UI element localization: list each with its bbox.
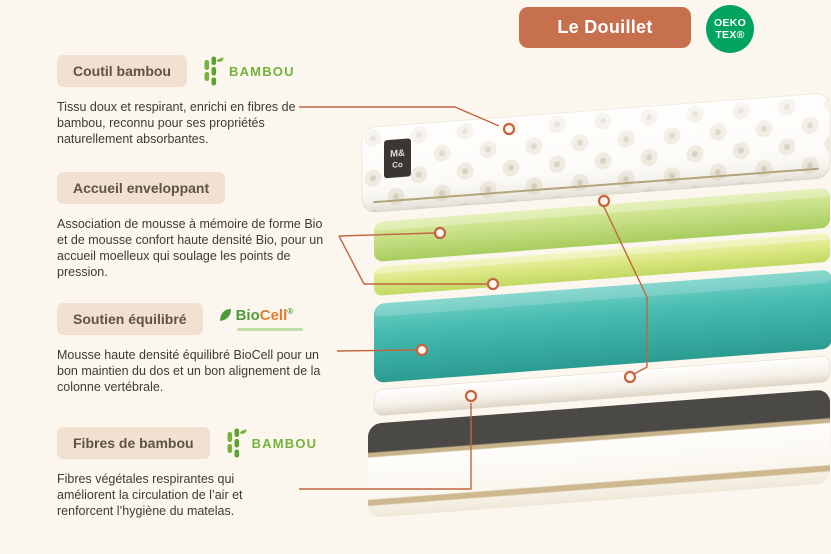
biocell-logo: BioCell®: [219, 306, 303, 331]
connector-accueil-bottom: [338, 235, 487, 285]
bamboo-logo: BAMBOU: [203, 56, 295, 86]
feature-head: Accueil enveloppant: [57, 172, 331, 204]
biocell-tagline: [236, 327, 303, 331]
layer-support-foam: [374, 270, 831, 383]
biocell-bio: Bio: [235, 306, 260, 324]
bamboo-logo-text: BAMBOU: [229, 63, 295, 79]
feature-description: Fibres végétales respirantes qui amélior…: [57, 472, 243, 518]
feature-coutil-bambou: Coutil bambou BAMBOU Tissu doux et respi…: [57, 55, 322, 147]
connector-right-side: [603, 206, 648, 375]
marker-coutil-top: [502, 122, 516, 136]
biocell-cell: Cell: [259, 306, 288, 324]
marker-support-foam: [415, 343, 429, 357]
feature-head: Fibres de bambou BAMBOU: [57, 427, 317, 459]
marker-under-quilt: [597, 194, 611, 208]
layer-markers: [415, 122, 637, 403]
marker-comfort-foam: [486, 277, 500, 291]
feature-description: Association de mousse à mémoire de forme…: [57, 217, 324, 279]
connector-fibres: [299, 403, 472, 490]
oeko-tex-badge: OEKO TEX®: [706, 5, 754, 53]
feature-label-accueil-enveloppant: Accueil enveloppant: [57, 172, 226, 204]
feature-accueil-enveloppant: Accueil enveloppant Association de mouss…: [57, 172, 331, 280]
feature-label-fibres-de-bambou: Fibres de bambou: [57, 427, 210, 459]
connector-lines: [299, 106, 648, 490]
brand-tag-text-bottom: Co: [392, 160, 403, 170]
feature-label-coutil-bambou: Coutil bambou: [57, 55, 187, 87]
feature-head: Coutil bambou BAMBOU: [57, 55, 322, 87]
layer-transition: [373, 356, 831, 416]
layer-comfort-foam: [374, 232, 830, 296]
leaf-icon: [219, 308, 231, 321]
bamboo-icon: [227, 428, 247, 458]
connector-soutien: [336, 349, 417, 352]
feature-soutien-equilibre: Soutien équilibré BioCell® Mousse haute …: [57, 303, 325, 395]
connector-coutil-bambou: [299, 106, 500, 127]
bamboo-logo: BAMBOU: [226, 428, 318, 458]
registered-mark: ®: [287, 306, 294, 316]
bamboo-logo-text: BAMBOU: [251, 435, 318, 451]
layer-quilted-top: M& Co: [361, 93, 831, 213]
marker-memory-foam: [433, 226, 447, 240]
oeko-line1: OEKO: [713, 16, 747, 29]
feature-description: Mousse haute densité équilibré BioCell p…: [57, 348, 321, 394]
biocell-logo-text: BioCell®: [235, 306, 294, 324]
layer-base: [368, 390, 830, 518]
feature-label-soutien-equilibre: Soutien équilibré: [57, 303, 203, 335]
oeko-line2: TEX®: [715, 29, 745, 41]
connector-accueil-top: [338, 232, 435, 237]
feature-description: Tissu doux et respirant, enrichi en fibr…: [57, 100, 296, 146]
brand-tag: M& Co: [384, 138, 411, 179]
feature-fibres-de-bambou: Fibres de bambou BAMBOU Fibres végétales…: [57, 427, 317, 519]
marker-base-left: [464, 389, 478, 403]
layer-memory-foam: [374, 188, 830, 262]
brand-tag-text-top: M&: [390, 148, 405, 160]
feature-head: Soutien équilibré BioCell®: [57, 303, 325, 335]
bamboo-icon: [204, 56, 224, 86]
mattress-layers: M& Co: [361, 93, 831, 518]
product-title: Le Douillet: [519, 7, 691, 48]
marker-base-right: [623, 370, 637, 384]
